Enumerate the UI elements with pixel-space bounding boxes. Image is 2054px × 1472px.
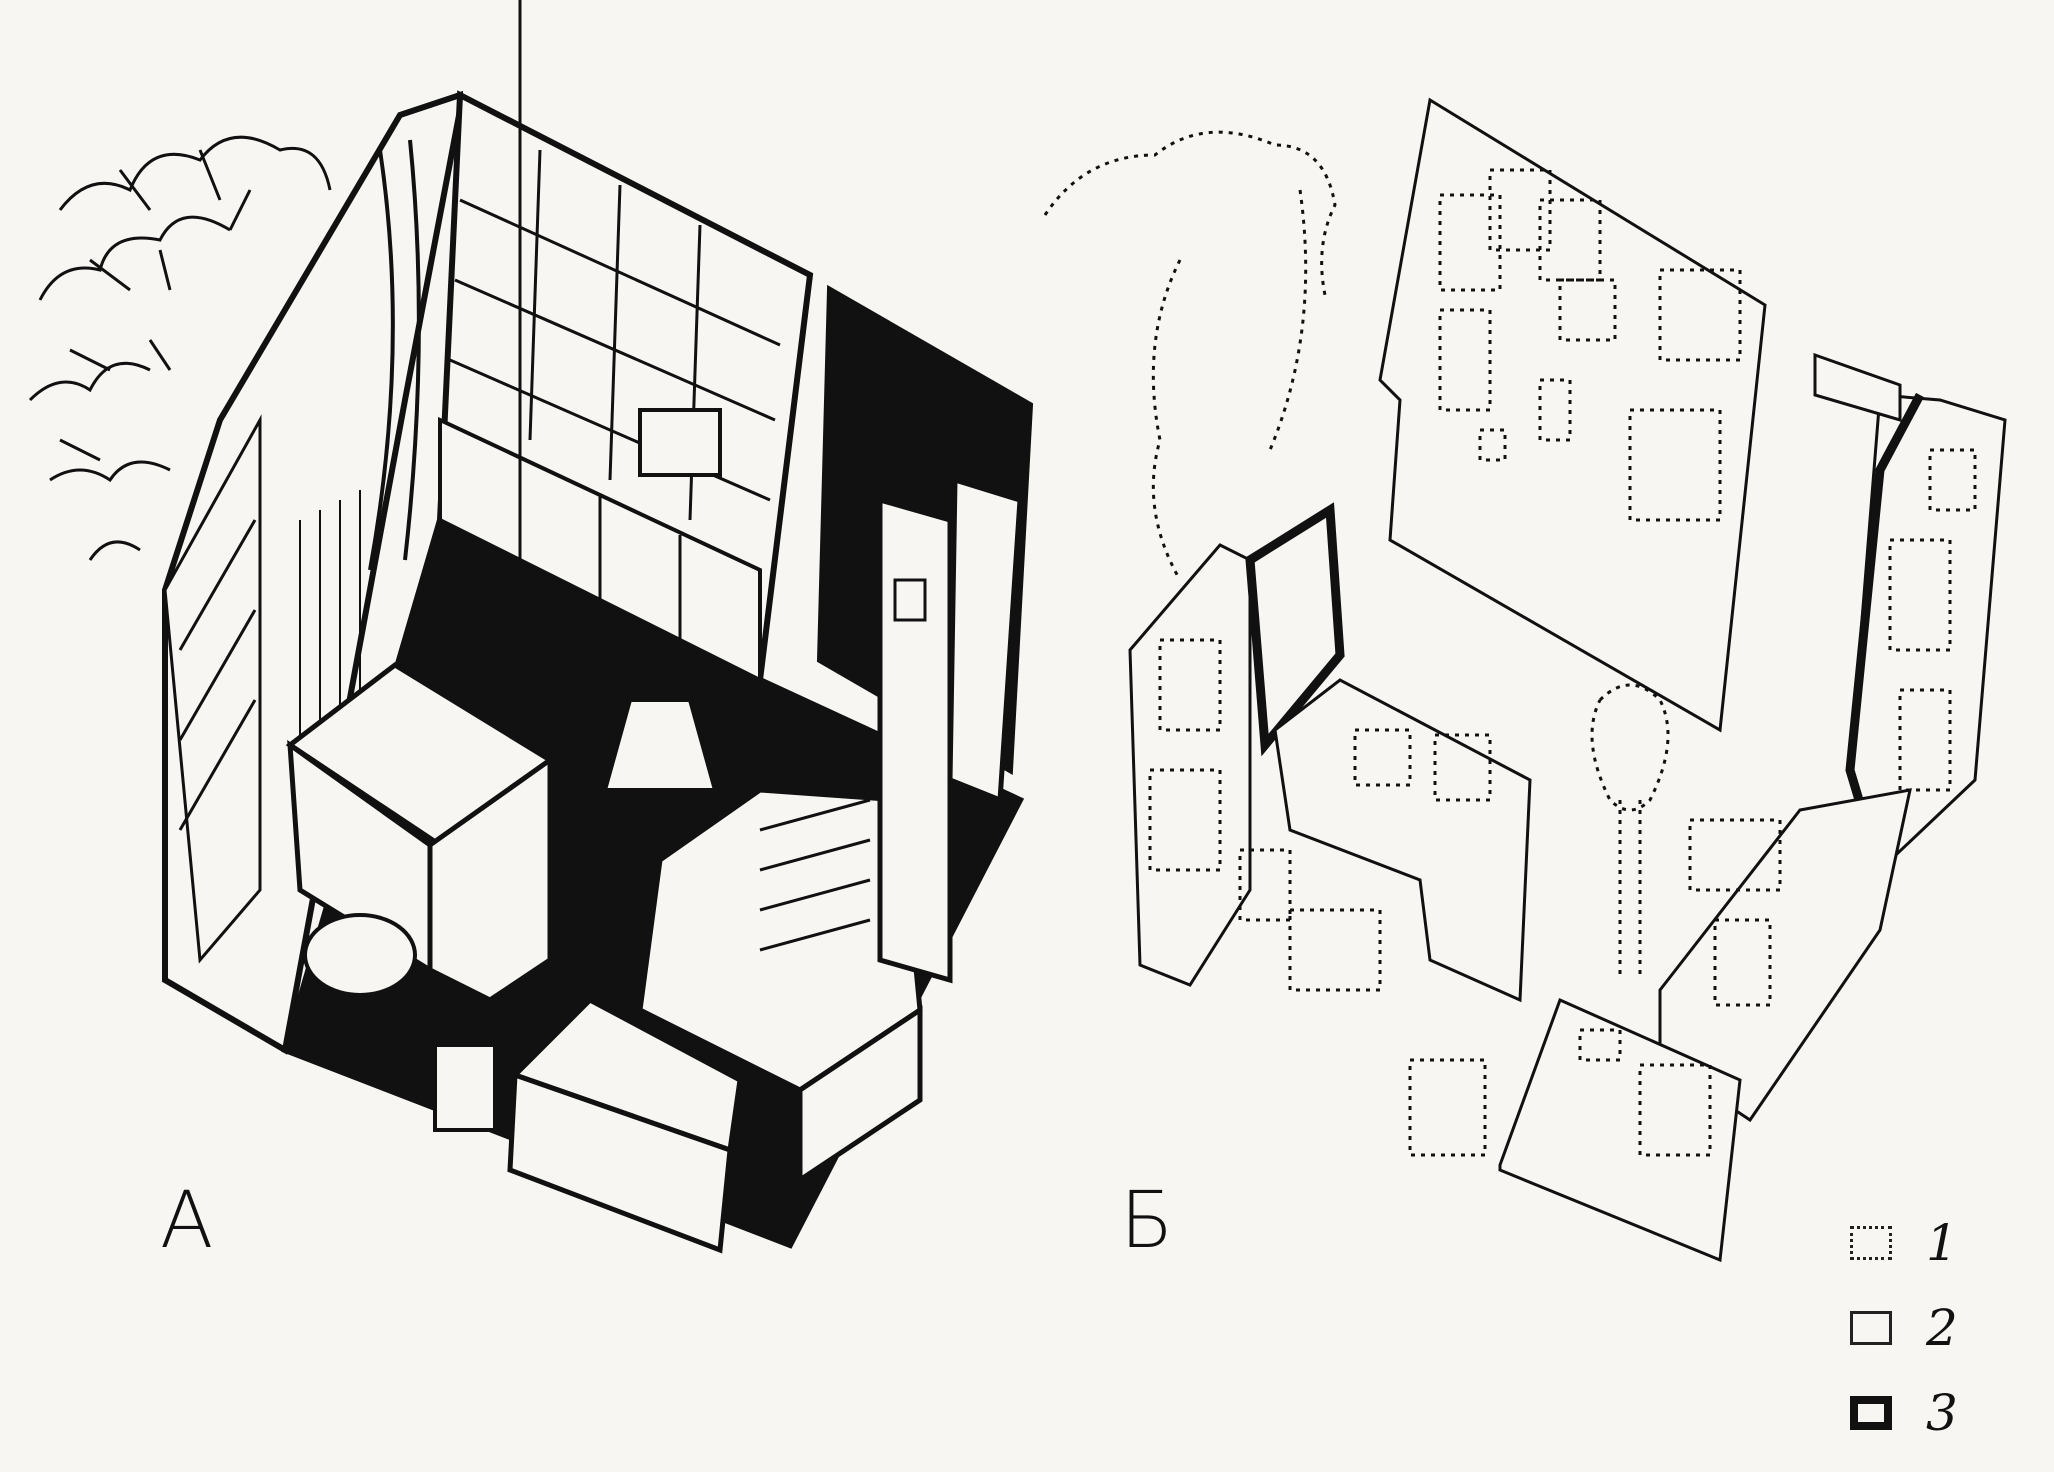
left-wall-dotted-items [1148, 638, 1292, 922]
legend-swatch-dotted [1850, 1226, 1892, 1260]
thick-partition [1245, 502, 1345, 757]
back-wall-panel [1378, 97, 1767, 733]
briefcase [433, 1043, 497, 1132]
legend-swatch-thin [1850, 1311, 1892, 1345]
foliage-drawing [28, 135, 332, 561]
table-dotted-items [1578, 1028, 1712, 1157]
legend-key-3: 3 [1926, 1384, 1958, 1442]
desk-block [1273, 678, 1532, 1003]
legend-key-1: 1 [1926, 1214, 1958, 1272]
back-shelving [438, 0, 781, 684]
panel-a-label: А [160, 1176, 214, 1266]
legend-row-2: 2 [1850, 1303, 1958, 1353]
panel-b-label: Б [1120, 1176, 1174, 1266]
legend-key-2: 2 [1926, 1299, 1958, 1357]
coffee-table [507, 996, 743, 1254]
floor-lamp [602, 698, 718, 981]
lamp-dotted [1590, 683, 1670, 980]
desk [285, 661, 555, 1003]
right-wall-dotted-items [1888, 448, 1977, 792]
legend-row-3: 3 [1850, 1388, 1958, 1438]
legend-swatch-thick [1850, 1396, 1892, 1430]
desk-dotted-items [1288, 728, 1492, 1157]
office-chair [303, 913, 417, 1062]
left-wall-details [163, 139, 421, 964]
left-wall-panel [1128, 543, 1252, 987]
foliage-dotted [1043, 130, 1337, 581]
sofa-bed [637, 787, 923, 1185]
legend-row-1: 1 [1850, 1218, 1958, 1268]
back-wall-dotted-items [1438, 168, 1742, 522]
door-frame [1813, 352, 1902, 423]
wardrobe [877, 476, 1023, 984]
